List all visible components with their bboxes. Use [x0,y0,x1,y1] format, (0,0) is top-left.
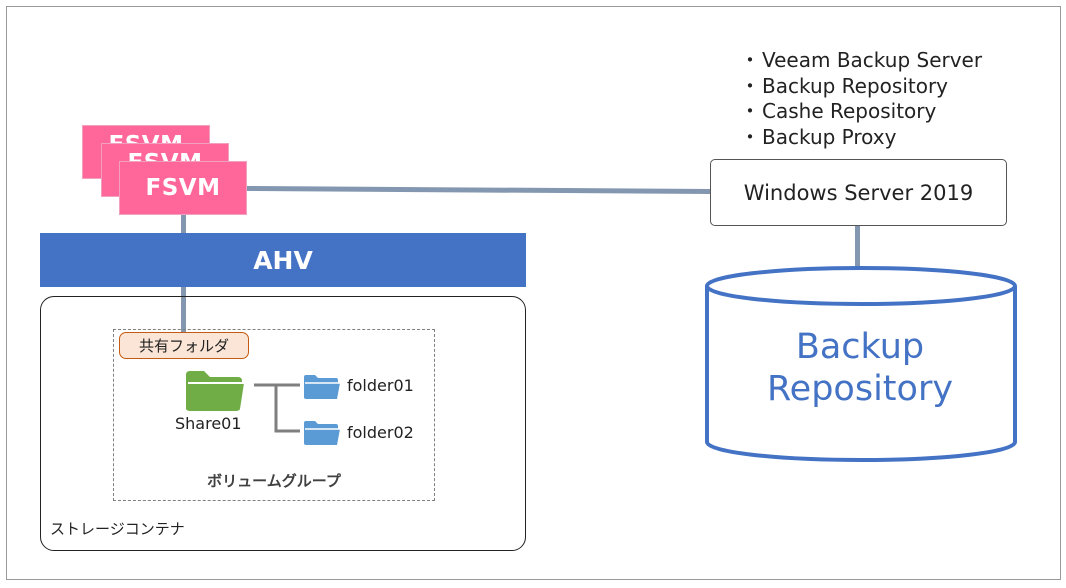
server-role-item: Backup Proxy [740,125,982,151]
share-folder-icon [186,371,244,411]
volume-group [113,329,435,501]
server-role-list: Veeam Backup Server Backup Repository Ca… [740,48,982,150]
folder-tree-connector [254,383,300,433]
share-name: Share01 [175,414,242,433]
folder-name: folder01 [347,376,414,395]
folder-name: folder02 [347,423,414,442]
storage-container-label: ストレージコンテナ [50,520,185,538]
windows-server-box: Windows Server 2019 [710,159,1007,226]
subfolder-icon [304,375,340,399]
server-to-repository-connector [855,226,860,270]
shared-folder-badge: 共有フォルダ [119,332,249,359]
server-role-item: Backup Repository [740,74,982,100]
ahv-bar: AHV [40,233,526,287]
server-role-item: Cashe Repository [740,99,982,125]
repository-label: Backup Repository [766,327,954,409]
repository-cylinder [705,266,1017,462]
volume-group-label: ボリュームグループ [207,472,341,490]
server-role-item: Veeam Backup Server [740,48,982,74]
fsvm-node: FSVM [119,161,247,215]
storage-container [40,296,526,551]
subfolder-icon [304,421,340,445]
